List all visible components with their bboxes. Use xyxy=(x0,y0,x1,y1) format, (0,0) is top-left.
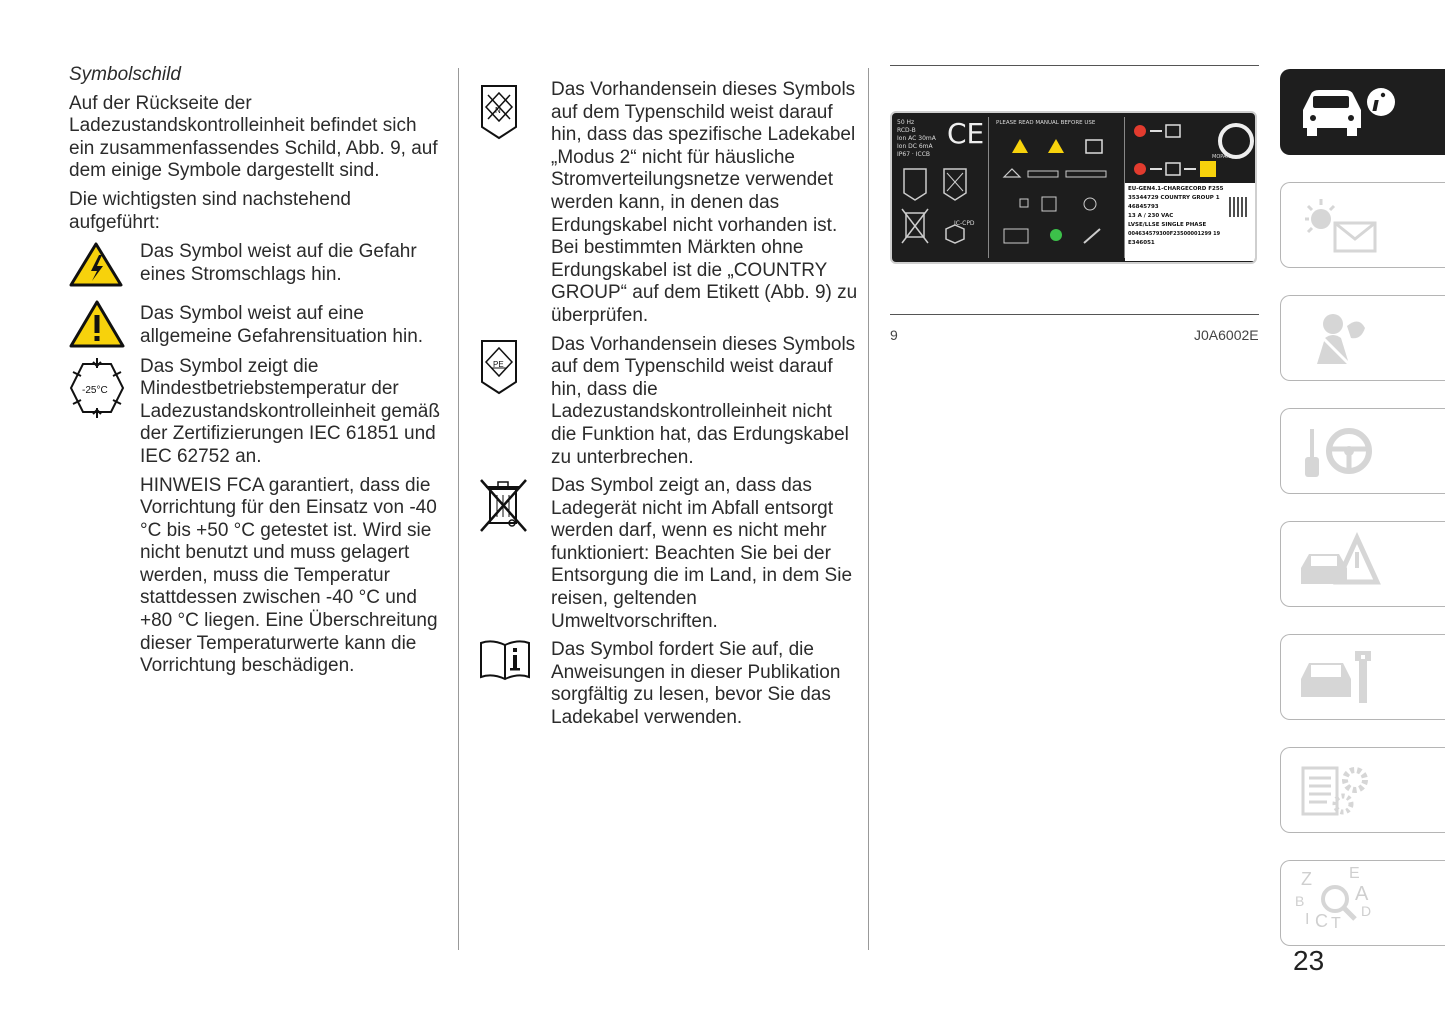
figure-bottom-rule xyxy=(890,314,1259,315)
snowflake-temperature-icon: -25°C xyxy=(69,357,125,425)
car-info-icon xyxy=(1303,88,1395,136)
symbol-entry: Das Symbol fordert Sie auf, die Anweisun… xyxy=(474,639,859,729)
please-read-text: PLEASE READ MANUAL BEFORE USE xyxy=(996,120,1096,126)
symbol-description: Das Symbol fordert Sie auf, die Anweisun… xyxy=(551,639,841,729)
plate-divider xyxy=(1124,117,1125,258)
index-letter: D xyxy=(1361,903,1372,919)
index-letter: Z xyxy=(1301,869,1312,889)
key-steering-icon xyxy=(1305,428,1372,477)
plate-divider xyxy=(988,117,989,258)
warning-lights-icon xyxy=(1305,199,1377,253)
shield-label: N xyxy=(495,106,501,115)
figure-top-rule xyxy=(890,65,1259,66)
symbol-description: Das Symbol weist auf eine allgemeine Gef… xyxy=(140,303,424,347)
tab-technical-data[interactable] xyxy=(1280,747,1445,833)
symbol-entry: PE Das Vorhandensein dieses Symbols auf … xyxy=(474,334,859,470)
alphabetical-index-icon xyxy=(1321,885,1357,921)
spec-sticker: EU-GEN4.1-CHARGECORD F255 35344729 COUNT… xyxy=(1125,183,1255,261)
symbol-description: Das Symbol weist auf die Gefahr eines St… xyxy=(140,241,417,285)
car-maintenance-icon xyxy=(1301,651,1371,703)
tab-emergency[interactable] xyxy=(1280,521,1445,607)
electric-shock-warning-icon xyxy=(69,241,123,294)
qr-code xyxy=(1229,197,1249,217)
plate-right-icons xyxy=(1134,123,1254,177)
symbol-entry: Das Symbol weist auf eine allgemeine Gef… xyxy=(69,300,441,348)
spec-line: EU-GEN4.1-CHARGECORD F255 xyxy=(1128,186,1224,192)
symbol-description: Das Vorhandensein dieses Symbols auf dem… xyxy=(551,79,858,326)
no-earth-cable-shield-icon: N xyxy=(479,83,519,148)
read-manual-icon xyxy=(478,637,532,690)
index-letter: T xyxy=(1331,915,1341,932)
index-letter: A xyxy=(1355,883,1369,905)
tab-getting-to-know-car[interactable] xyxy=(1280,69,1445,155)
safety-airbag-icon xyxy=(1317,314,1365,366)
symbol-description: Das Symbol zeigt die Mindestbetriebstemp… xyxy=(140,355,440,467)
column-left: Symbolschild Auf der Rückseite der Ladez… xyxy=(69,64,441,678)
spec-line: 004634579300F23500001299 19 xyxy=(1128,231,1221,237)
section-heading: Symbolschild xyxy=(69,64,181,85)
note-paragraph: HINWEIS FCA garantiert, dass die Vorrich… xyxy=(140,474,438,677)
figure-code: J0A6002E xyxy=(1194,327,1259,343)
tab-starting-driving[interactable] xyxy=(1280,408,1445,494)
plate-text: Ion DC 6mA xyxy=(897,143,933,150)
plate-text: Ion AC 30mA xyxy=(897,135,936,142)
plate-text: 50 Hz xyxy=(897,119,915,126)
tab-warning-lights[interactable] xyxy=(1280,182,1445,268)
car-emergency-icon xyxy=(1301,532,1381,585)
technical-data-icon xyxy=(1301,766,1368,816)
intro-paragraph-2: Die wichtigsten sind nachstehend aufgefü… xyxy=(69,188,352,233)
index-letter: E xyxy=(1349,865,1360,882)
ce-mark: CE xyxy=(947,117,985,150)
index-letter: I xyxy=(1305,911,1310,928)
symbol-entry: -25°C Das Symbol zeigt die Mindestbetrie… xyxy=(69,356,441,469)
column-divider xyxy=(868,68,869,950)
spec-line: 46845793 xyxy=(1128,204,1159,210)
tab-maintenance[interactable] xyxy=(1280,634,1445,720)
symbol-description: Das Vorhandensein dieses Symbols auf dem… xyxy=(551,333,856,468)
pe-earth-shield-icon: PE xyxy=(479,338,519,403)
column-divider xyxy=(458,68,459,950)
figure-number: 9 xyxy=(890,327,898,343)
brand-text: MOPAR xyxy=(1212,154,1230,160)
intro-paragraph: Auf der Rückseite der Ladezustandskontro… xyxy=(69,92,438,182)
index-letter: C xyxy=(1315,911,1328,931)
spec-line: 13 A / 230 VAC xyxy=(1128,213,1174,219)
general-danger-warning-icon xyxy=(69,299,125,356)
symbol-entry: Das Symbol weist auf die Gefahr eines St… xyxy=(69,241,441,287)
spec-line: LVSE/LLSE SINGLE PHASE xyxy=(1128,222,1207,228)
shield-label: PE xyxy=(493,359,504,369)
column-middle: N Das Vorhandensein dieses Symbols auf d… xyxy=(474,79,859,730)
temperature-label: -25°C xyxy=(82,384,108,396)
symbol-entry: N Das Vorhandensein dieses Symbols auf d… xyxy=(474,79,859,328)
spec-line: E346051 xyxy=(1128,240,1155,246)
symbol-entry: Das Symbol zeigt an, dass das Ladegerät … xyxy=(474,475,859,633)
plate-warning-icons xyxy=(1002,139,1107,244)
spec-line: 35344729 COUNTRY GROUP 1 xyxy=(1128,195,1220,201)
crossed-out-bin-icon xyxy=(478,477,530,540)
plate-text: IP67 · ICCB xyxy=(897,151,931,158)
symbol-description: Das Symbol zeigt an, dass das Ladegerät … xyxy=(551,475,853,632)
index-letter: B xyxy=(1295,893,1305,909)
tab-safety[interactable] xyxy=(1280,295,1445,381)
type-plate-image: 50 Hz RCD-B Ion AC 30mA Ion DC 6mA IP67 … xyxy=(890,111,1257,264)
plate-shield-icons xyxy=(901,168,967,244)
page-number: 23 xyxy=(1293,945,1325,976)
tab-alphabetical-index[interactable]: Z E A D B C T I xyxy=(1280,860,1445,946)
ic-cpd-label: IC-CPD xyxy=(954,220,975,227)
plate-text: RCD-B xyxy=(897,127,916,134)
